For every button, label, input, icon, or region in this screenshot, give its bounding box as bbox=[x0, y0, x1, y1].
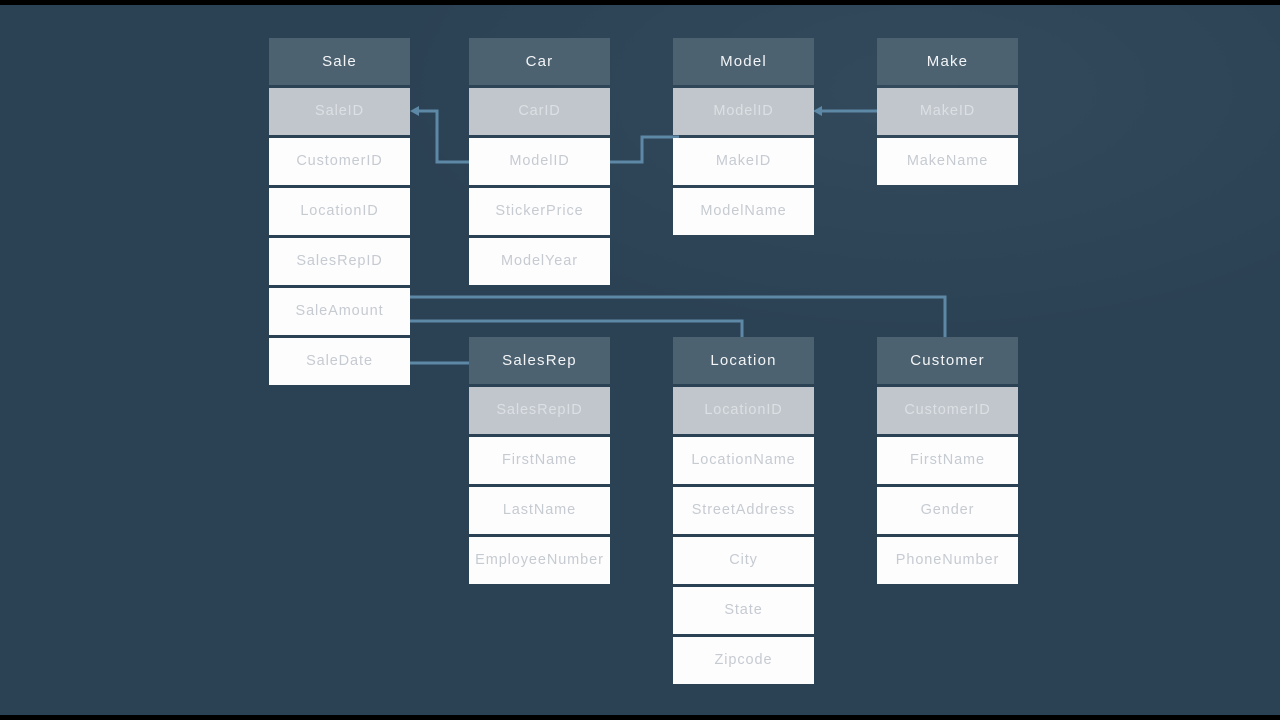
field-gender: Gender bbox=[877, 487, 1018, 534]
entity-title-salesrep: SalesRep bbox=[469, 337, 610, 384]
field-locationid: LocationID bbox=[269, 188, 410, 235]
field-phonenumber: PhoneNumber bbox=[877, 537, 1018, 584]
connector-arrowhead bbox=[813, 106, 822, 116]
letterbox-bottom bbox=[0, 715, 1280, 720]
field-modelid: ModelID bbox=[673, 88, 814, 135]
field-modelid: ModelID bbox=[469, 138, 610, 185]
field-employeenumber: EmployeeNumber bbox=[469, 537, 610, 584]
field-makename: MakeName bbox=[877, 138, 1018, 185]
field-salesrepid: SalesRepID bbox=[269, 238, 410, 285]
field-modelname: ModelName bbox=[673, 188, 814, 235]
field-firstname: FirstName bbox=[469, 437, 610, 484]
field-makeid: MakeID bbox=[877, 88, 1018, 135]
field-salesrepid: SalesRepID bbox=[469, 387, 610, 434]
connector-car-modelid-to-model-modelid bbox=[604, 135, 679, 164]
field-stickerprice: StickerPrice bbox=[469, 188, 610, 235]
field-lastname: LastName bbox=[469, 487, 610, 534]
connector-sale-saleamount-to-customer-header bbox=[410, 295, 947, 343]
field-zipcode: Zipcode bbox=[673, 637, 814, 684]
field-city: City bbox=[673, 537, 814, 584]
field-state: State bbox=[673, 587, 814, 634]
entity-title-sale: Sale bbox=[269, 38, 410, 85]
connector-sale-saleamount-to-location-header bbox=[410, 319, 744, 343]
field-makeid: MakeID bbox=[673, 138, 814, 185]
entity-title-model: Model bbox=[673, 38, 814, 85]
field-streetaddress: StreetAddress bbox=[673, 487, 814, 534]
field-locationid: LocationID bbox=[673, 387, 814, 434]
field-customerid: CustomerID bbox=[877, 387, 1018, 434]
field-locationname: LocationName bbox=[673, 437, 814, 484]
field-carid: CarID bbox=[469, 88, 610, 135]
field-saleamount: SaleAmount bbox=[269, 288, 410, 335]
letterbox-top bbox=[0, 0, 1280, 5]
entity-title-car: Car bbox=[469, 38, 610, 85]
entity-title-customer: Customer bbox=[877, 337, 1018, 384]
connector-arrowhead bbox=[410, 106, 419, 116]
entity-title-location: Location bbox=[673, 337, 814, 384]
field-firstname: FirstName bbox=[877, 437, 1018, 484]
entity-title-make: Make bbox=[877, 38, 1018, 85]
field-customerid: CustomerID bbox=[269, 138, 410, 185]
connector-sale-saleid-to-car-modelid bbox=[418, 109, 475, 164]
field-saledate: SaleDate bbox=[269, 338, 410, 385]
field-modelyear: ModelYear bbox=[469, 238, 610, 285]
field-saleid: SaleID bbox=[269, 88, 410, 135]
